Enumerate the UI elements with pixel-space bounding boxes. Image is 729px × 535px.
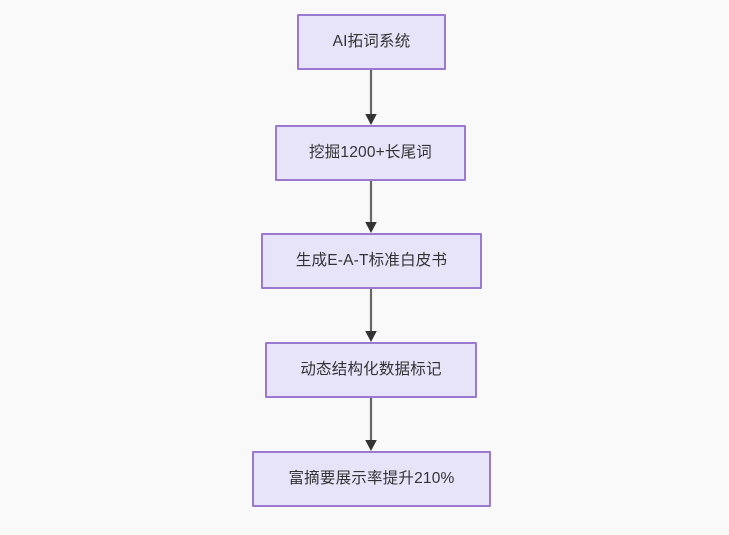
flow-node-label: 生成E-A-T标准白皮书 — [295, 252, 448, 270]
flow-node-generate-eat-whitepaper[interactable]: 生成E-A-T标准白皮书 — [261, 233, 482, 289]
flow-node-label: AI拓词系统 — [332, 33, 411, 51]
flow-edge-n1-n2 — [359, 70, 383, 125]
flow-edge-n4-n5 — [359, 398, 383, 451]
flow-node-dynamic-structured-data-markup[interactable]: 动态结构化数据标记 — [265, 342, 477, 398]
flow-node-rich-snippet-impression-uplift[interactable]: 富摘要展示率提升210% — [252, 451, 491, 507]
flow-node-label: 动态结构化数据标记 — [300, 361, 442, 379]
flow-edge-n2-n3 — [359, 181, 383, 233]
flow-node-mine-longtail-keywords[interactable]: 挖掘1200+长尾词 — [275, 125, 466, 181]
flow-node-label: 挖掘1200+长尾词 — [308, 144, 433, 162]
flow-node-label: 富摘要展示率提升210% — [288, 470, 455, 488]
flow-node-ai-keyword-system[interactable]: AI拓词系统 — [297, 14, 446, 70]
flow-edge-n3-n4 — [359, 289, 383, 342]
